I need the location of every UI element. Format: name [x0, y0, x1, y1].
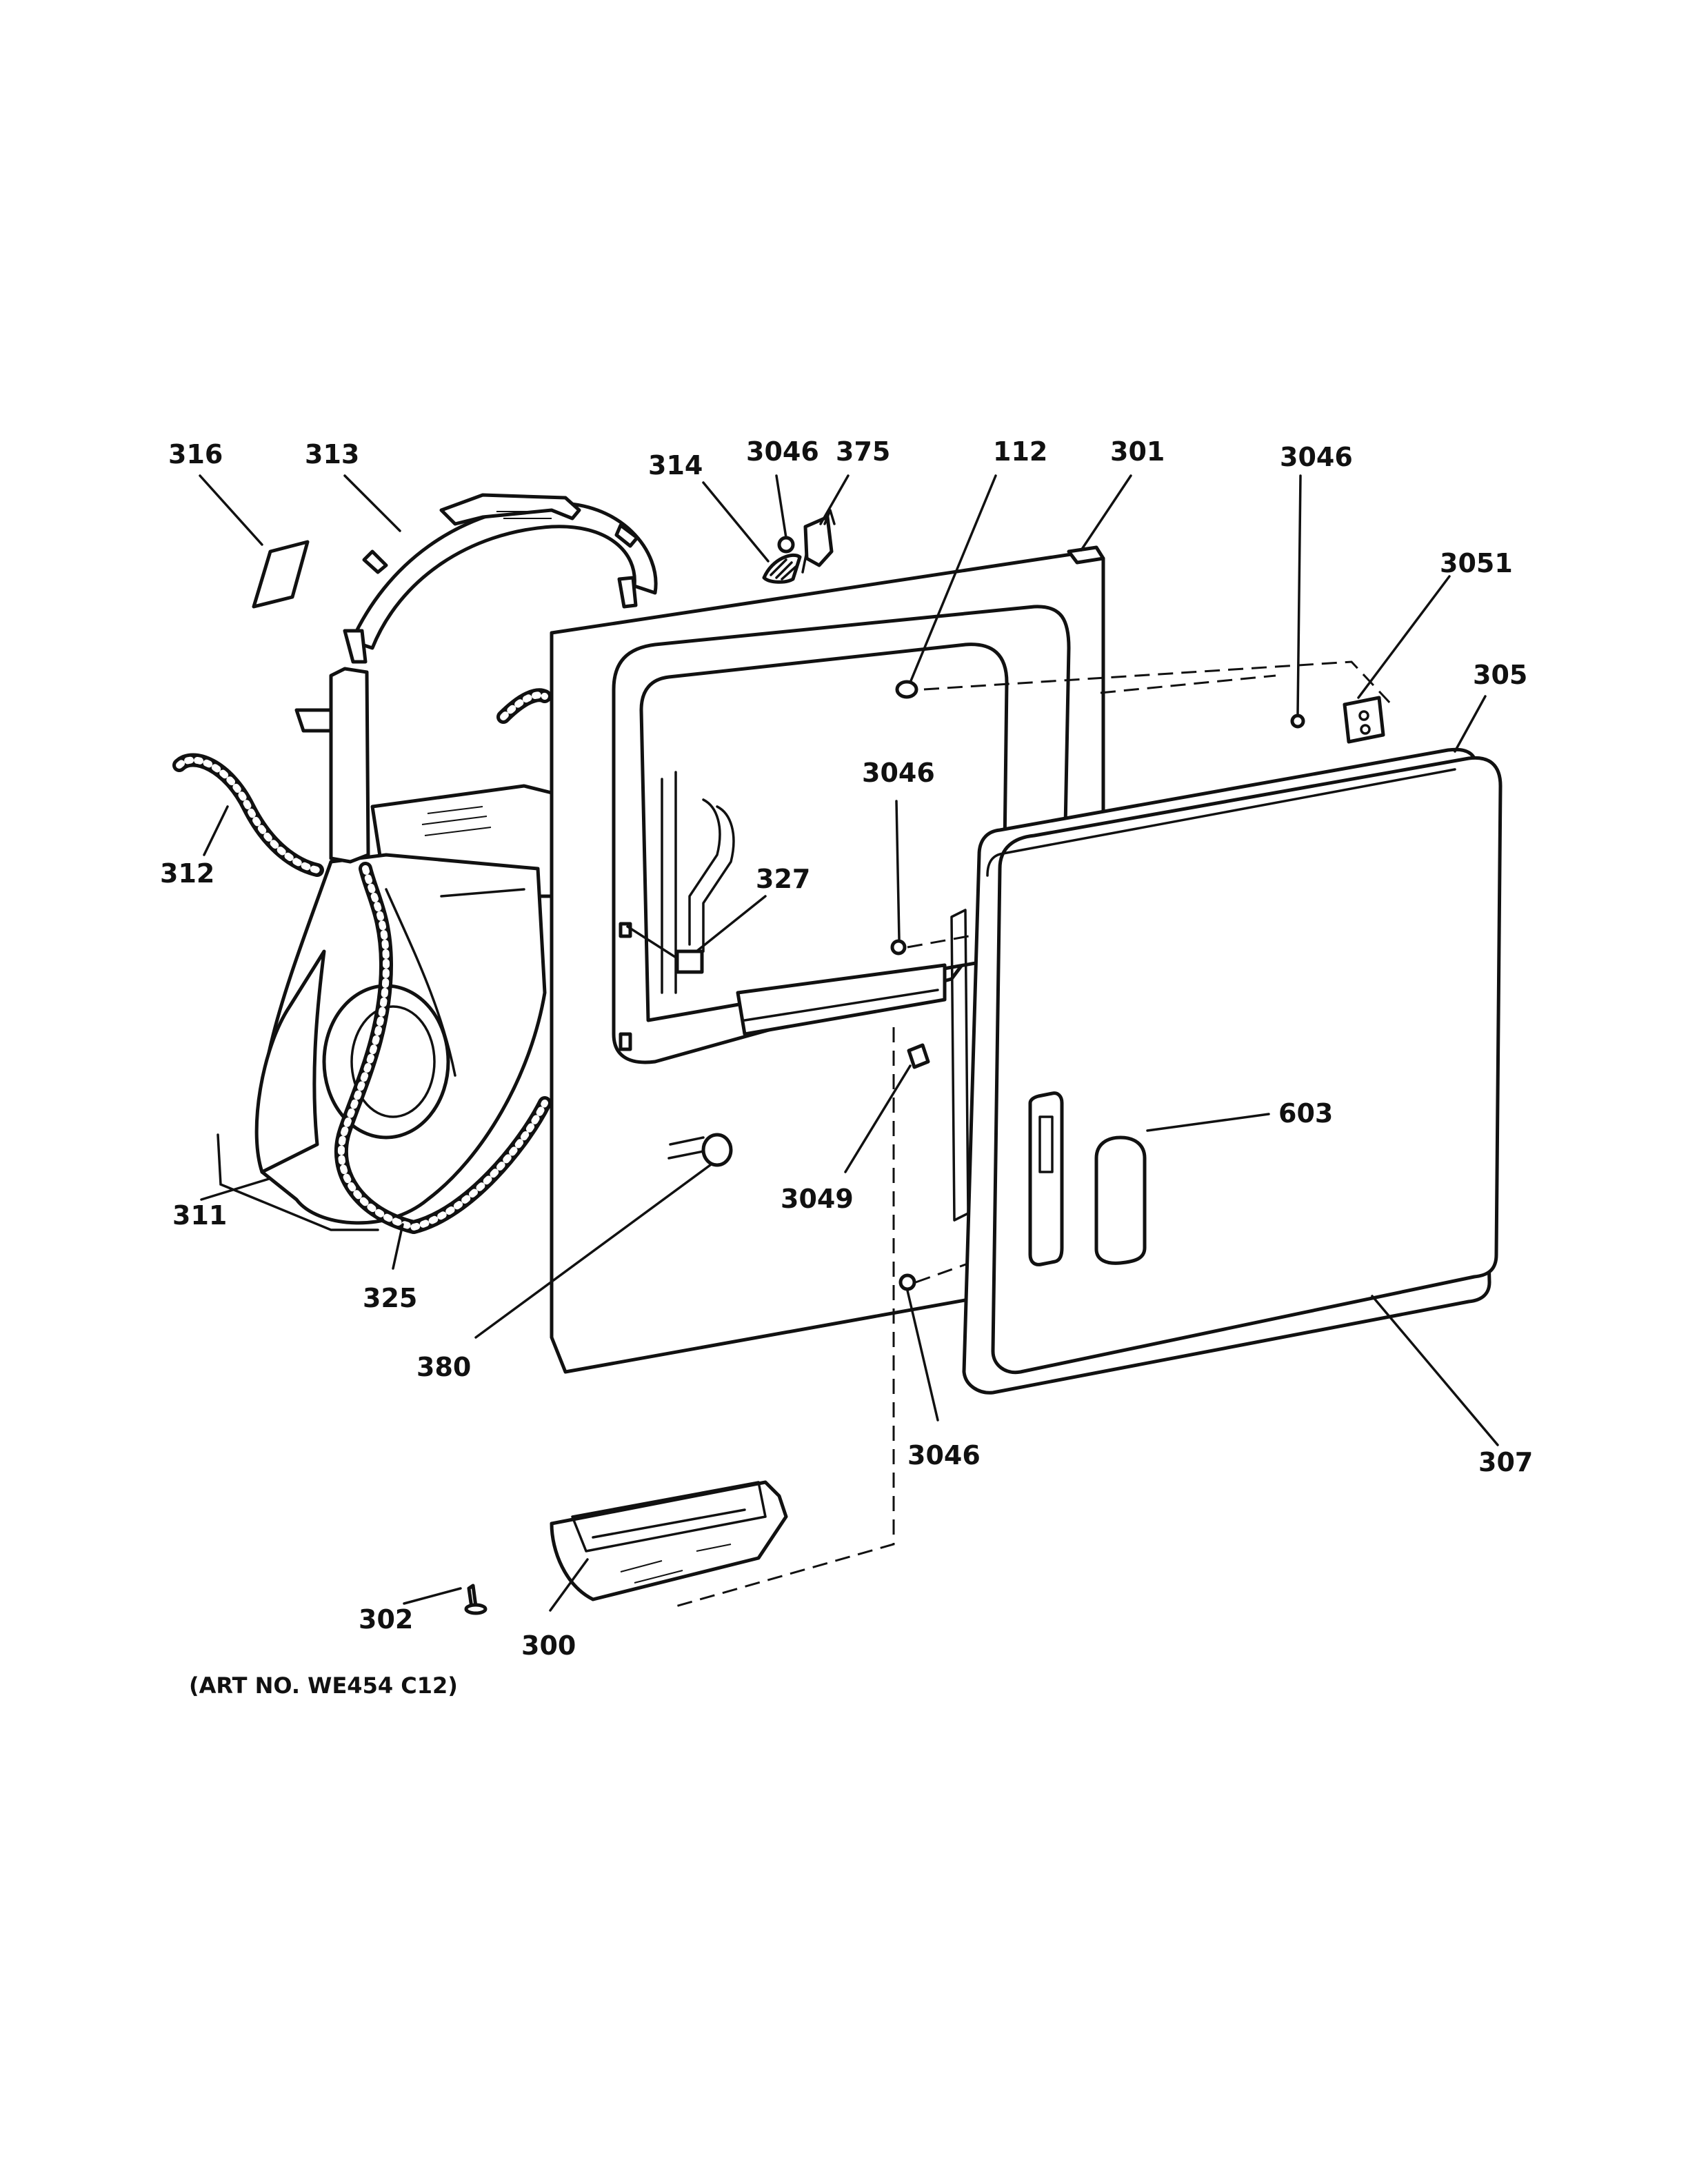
- label-327: 327: [756, 864, 810, 894]
- part-3046-screw-top: [777, 536, 795, 554]
- label-311: 311: [172, 1200, 227, 1231]
- leader-lines: [199, 474, 1499, 1612]
- part-375-switch: [801, 509, 836, 574]
- part-300-lint-filter: [550, 1480, 788, 1601]
- part-3051-hinge: [1343, 696, 1385, 744]
- part-3046-screw-right: [1290, 714, 1305, 729]
- part-3049-catch: [907, 1043, 930, 1069]
- label-3046-right: 3046: [1280, 442, 1353, 472]
- part-316-felt-strip: [252, 540, 310, 609]
- label-603: 603: [1278, 1098, 1333, 1129]
- label-3046-top: 3046: [746, 436, 819, 467]
- part-3046-screw-mid: [890, 939, 907, 956]
- part-325-gasket: [334, 688, 552, 1234]
- part-327-switch: [626, 925, 704, 974]
- part-302-screw: [464, 1584, 488, 1615]
- label-3046-lower: 3046: [907, 1440, 981, 1470]
- label-312: 312: [160, 858, 214, 889]
- label-3046-mid: 3046: [862, 758, 935, 788]
- label-112: 112: [993, 436, 1047, 467]
- part-301-front-panel: [550, 545, 1105, 1374]
- label-375: 375: [836, 436, 890, 467]
- label-325: 325: [363, 1283, 417, 1313]
- label-301: 301: [1110, 436, 1165, 467]
- label-300: 300: [521, 1630, 576, 1661]
- part-312-felt-strip: [172, 753, 324, 877]
- part-313-frame-arm: [294, 667, 370, 864]
- label-3051: 3051: [1440, 548, 1513, 578]
- part-380-lamp: [667, 1133, 733, 1167]
- part-3046-screw-lower: [898, 1273, 916, 1291]
- part-112-button: [895, 680, 918, 699]
- label-307: 307: [1478, 1447, 1533, 1477]
- label-305: 305: [1473, 660, 1527, 690]
- callout-labels: 316 313 314 3046 375 112 301 3046 3051 3…: [160, 436, 1533, 1699]
- label-380: 380: [416, 1352, 471, 1382]
- part-313-bearing-arc: [343, 493, 658, 664]
- part-314-spring: [762, 553, 802, 584]
- art-number: (ART NO. WE454 C12): [189, 1672, 458, 1699]
- part-305-door-front: [986, 756, 1503, 1375]
- label-314: 314: [648, 450, 703, 481]
- label-3049: 3049: [781, 1184, 854, 1214]
- label-302: 302: [359, 1604, 413, 1635]
- label-316: 316: [168, 439, 223, 469]
- label-313: 313: [305, 439, 359, 469]
- bracket-311: [217, 1133, 379, 1231]
